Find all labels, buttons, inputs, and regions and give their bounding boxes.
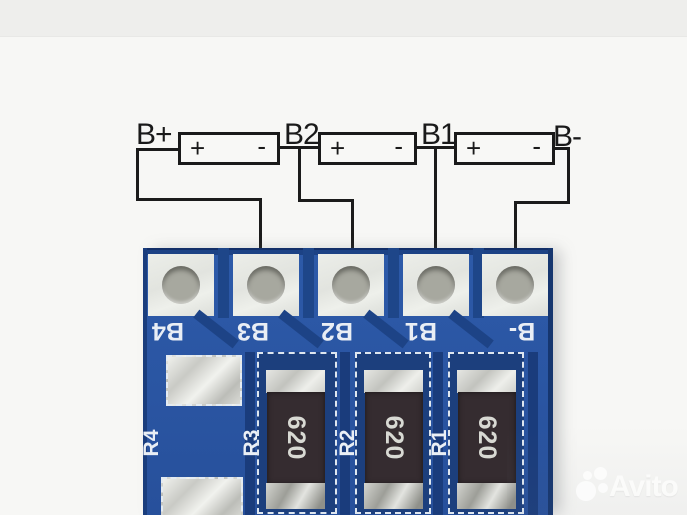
avito-logo-circle: [594, 467, 607, 480]
bms-pcb-board: B4 B3 B2 B1 B- R4 R3 R2 R1 620: [143, 248, 553, 515]
avito-logo-circle: [598, 483, 608, 493]
pad-b1-hole: [417, 266, 455, 304]
cell2-minus-sign: -: [394, 131, 403, 161]
r1-top-cap: [457, 370, 516, 393]
battery-cell-1: + -: [178, 132, 280, 165]
terminal-label-bplus: B+: [136, 118, 173, 151]
r2-top-cap: [364, 370, 423, 393]
battery-cell-2: + -: [318, 132, 417, 165]
wire-segment: [277, 146, 321, 149]
pad-b2: [318, 254, 384, 316]
pcb-trace: [303, 248, 314, 318]
wire-segment: [351, 199, 354, 265]
avito-watermark-text: Avito: [609, 470, 679, 503]
wire-segment: [552, 147, 570, 150]
resistor-r1: 620: [448, 352, 524, 514]
r1-bottom-cap: [457, 483, 516, 509]
pad-b3-hole: [247, 266, 285, 304]
r4-top-pad: [166, 355, 242, 406]
pcb-trace: [340, 352, 350, 515]
terminal-label-b1: B1: [421, 118, 457, 151]
terminal-label-bminus: B-: [553, 120, 582, 153]
pad-b4-hole: [162, 266, 200, 304]
r3-bottom-cap: [266, 483, 325, 509]
pcb-trace: [473, 248, 484, 318]
r4-bottom-pad: [161, 477, 243, 515]
pad-b3: [233, 254, 299, 316]
pcb-trace: [245, 352, 255, 515]
avito-watermark: Avito: [576, 466, 686, 510]
avito-logo-circle: [576, 481, 596, 501]
pad-b1: [403, 254, 469, 316]
cell1-minus-sign: -: [257, 131, 266, 161]
r2-bottom-cap: [364, 483, 423, 509]
silkscreen-label-bminus: B-: [508, 317, 536, 345]
wire-segment: [434, 147, 437, 265]
wire-segment: [414, 146, 457, 149]
wire-segment: [298, 199, 354, 202]
r2-value: 620: [380, 415, 408, 461]
pcb-trace: [433, 352, 443, 515]
wire-segment: [514, 201, 517, 265]
wire-segment: [136, 198, 262, 201]
terminal-label-b2: B2: [284, 118, 320, 151]
r2-body: 620: [365, 392, 423, 484]
pad-b2-hole: [332, 266, 370, 304]
pcb-right-edge: [548, 248, 553, 515]
r3-body: 620: [267, 392, 325, 484]
wire-segment: [136, 148, 139, 201]
wire-segment: [259, 198, 262, 265]
photo-top-band: [0, 0, 687, 37]
pcb-left-edge: [143, 248, 147, 515]
wire-segment: [514, 201, 570, 204]
pcb-trace: [388, 248, 399, 318]
cell2-plus-sign: +: [330, 133, 346, 163]
pcb-trace: [218, 248, 229, 318]
silkscreen-label-b4: B4: [152, 317, 184, 345]
terminal-label-bminus-text: B-: [553, 120, 582, 153]
resistor-r3: 620: [257, 352, 337, 514]
pad-bminus-hole: [496, 266, 534, 304]
resistor-r2: 620: [355, 352, 431, 514]
pcb-trace: [528, 352, 538, 515]
avito-logo-circle: [583, 471, 592, 480]
battery-cell-3: + -: [454, 132, 555, 165]
r3-top-cap: [266, 370, 325, 393]
wire-segment: [298, 147, 301, 202]
pad-b4: [148, 254, 214, 316]
designator-r4: R4: [143, 429, 163, 457]
r1-body: 620: [458, 392, 516, 484]
wire-segment: [567, 148, 570, 204]
cell3-plus-sign: +: [466, 133, 482, 163]
pcb-top-edge: [143, 248, 553, 255]
cell3-minus-sign: -: [532, 131, 541, 161]
r3-value: 620: [282, 415, 310, 461]
pad-bminus: [482, 254, 548, 316]
wire-segment: [136, 148, 181, 151]
cell1-plus-sign: +: [190, 133, 206, 163]
